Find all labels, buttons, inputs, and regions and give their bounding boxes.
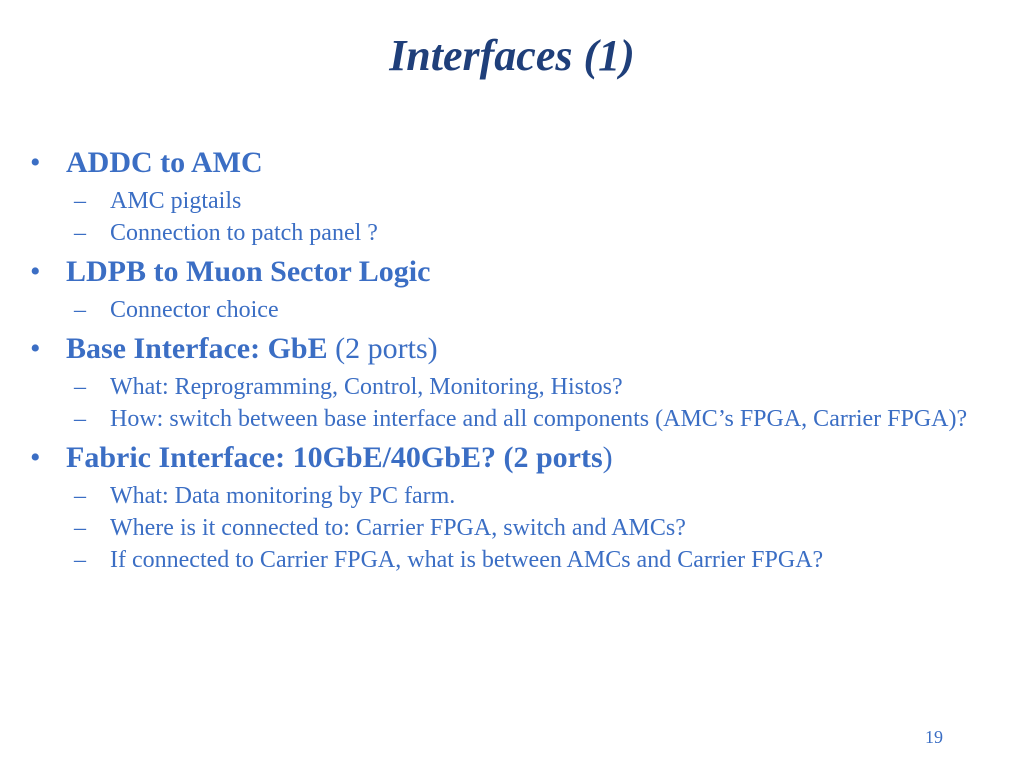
sub-item: – Connection to patch panel ? (30, 220, 970, 247)
bullet-marker: • (30, 332, 41, 365)
sub-list: – What: Data monitoring by PC farm. – Wh… (30, 483, 970, 574)
page-number: 19 (925, 727, 943, 747)
sub-item: – AMC pigtails (30, 188, 970, 215)
bullet-label: Fabric Interface: 10GbE/40GbE? (2 ports (66, 441, 603, 474)
dash-marker: – (74, 515, 86, 541)
slide-content: • ADDC to AMC – AMC pigtails – Connectio… (30, 142, 970, 579)
sub-item: – How: switch between base interface and… (30, 406, 970, 433)
bullet-label: Base Interface: GbE (66, 332, 336, 365)
dash-marker: – (74, 547, 86, 573)
bullet-item-ldpb-to-muon: • LDPB to Muon Sector Logic (30, 252, 970, 292)
sub-item: – Connector choice (30, 297, 970, 324)
bullet-marker: • (30, 146, 41, 179)
sub-list: – AMC pigtails – Connection to patch pan… (30, 188, 970, 247)
bullet-label: ADDC to AMC (66, 146, 263, 179)
sub-item: – What: Data monitoring by PC farm. (30, 483, 970, 510)
dash-marker: – (74, 374, 86, 400)
slide-title: Interfaces (1) (389, 31, 635, 80)
dash-marker: – (74, 188, 86, 214)
sub-item: – Where is it connected to: Carrier FPGA… (30, 515, 970, 542)
bullet-item-base-interface: • Base Interface: GbE (2 ports) (30, 329, 970, 369)
sub-item-text: If connected to Carrier FPGA, what is be… (110, 547, 824, 573)
sub-item-text: Connector choice (110, 297, 279, 323)
dash-marker: – (74, 220, 86, 246)
sub-list: – Connector choice (30, 297, 970, 324)
sub-item: – If connected to Carrier FPGA, what is … (30, 547, 970, 574)
dash-marker: – (74, 483, 86, 509)
bullet-marker: • (30, 255, 41, 288)
dash-marker: – (74, 406, 86, 432)
dash-marker: – (74, 297, 86, 323)
sub-item-text: What: Reprogramming, Control, Monitoring… (110, 374, 623, 400)
bullet-label: LDPB to Muon Sector Logic (66, 255, 431, 288)
sub-list: – What: Reprogramming, Control, Monitori… (30, 374, 970, 433)
sub-item-text: Connection to patch panel ? (110, 220, 378, 246)
bullet-item-addc-to-amc: • ADDC to AMC (30, 143, 970, 183)
bullet-item-fabric-interface: • Fabric Interface: 10GbE/40GbE? (2 port… (30, 438, 970, 478)
sub-item-text: Where is it connected to: Carrier FPGA, … (110, 515, 686, 541)
bullet-label-suffix: (2 ports) (335, 332, 438, 365)
bullet-marker: • (30, 441, 41, 474)
bullet-label-suffix: ) (602, 441, 613, 474)
sub-item-text: AMC pigtails (110, 188, 242, 214)
sub-item: – What: Reprogramming, Control, Monitori… (30, 374, 970, 401)
sub-item-text: How: switch between base interface and a… (110, 406, 968, 432)
sub-item-text: What: Data monitoring by PC farm. (110, 483, 456, 509)
